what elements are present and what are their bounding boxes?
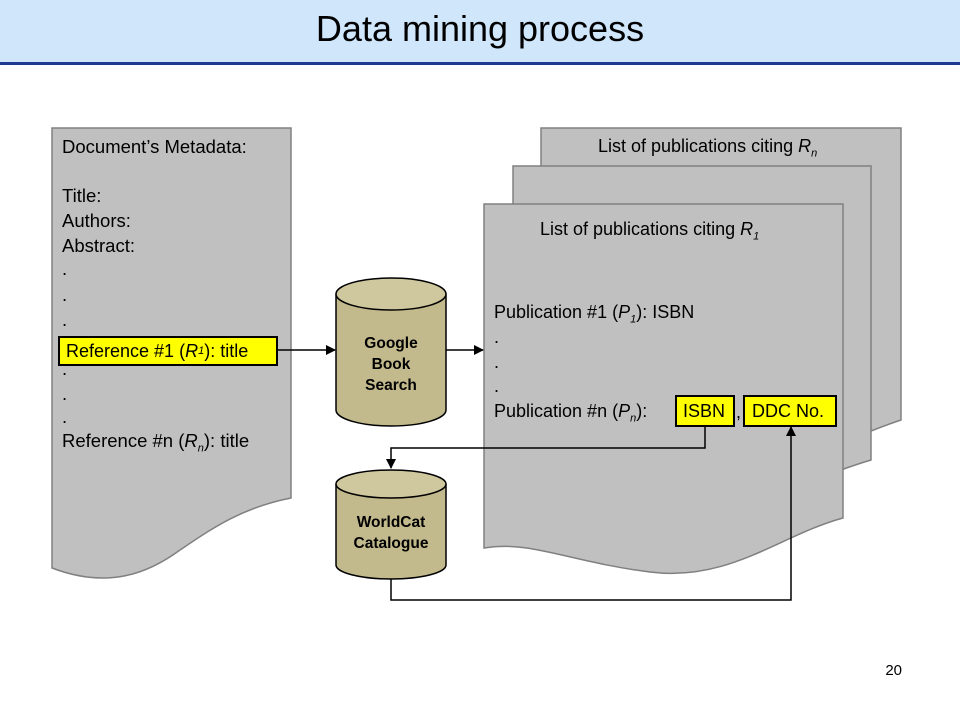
worldcat-catalogue-cylinder bbox=[335, 469, 447, 580]
citing-list-front-subscript: 1 bbox=[753, 230, 760, 243]
document-heading: Document’s Metadata: bbox=[62, 136, 247, 157]
ellipsis-dot: . bbox=[494, 352, 500, 372]
reference-n-line: Reference #n (Rn): title bbox=[62, 430, 249, 455]
document-abstract-field: Abstract: bbox=[62, 235, 135, 256]
ellipsis-dot: . bbox=[62, 258, 68, 279]
comma-separator: , bbox=[736, 402, 742, 422]
citing-list-page-front bbox=[483, 203, 844, 575]
citing-list-back-heading-prefix: List of publications citing bbox=[598, 136, 799, 156]
ellipsis-dot: . bbox=[494, 327, 500, 347]
publication-n-subscript: n bbox=[630, 412, 637, 425]
reference-1-prefix: Reference #1 ( bbox=[66, 340, 186, 361]
publication-1-subscript: 1 bbox=[630, 313, 637, 326]
publication-1-prefix: Publication #1 ( bbox=[494, 302, 619, 322]
google-book-search-label: Google Book Search bbox=[364, 335, 418, 394]
ellipsis-dot: . bbox=[62, 284, 68, 305]
reference-1-suffix: ): title bbox=[204, 340, 249, 361]
document-authors-field: Authors: bbox=[62, 210, 131, 231]
ellipsis-dot: . bbox=[62, 383, 68, 404]
publication-1-variable: P bbox=[618, 302, 631, 322]
reference-n-prefix: Reference #n ( bbox=[62, 430, 185, 451]
document-title-field: Title: bbox=[62, 185, 102, 206]
publication-n-variable: P bbox=[618, 401, 631, 421]
reference-1-subscript: 1 bbox=[198, 345, 205, 357]
citing-list-back-heading: List of publications citing Rn bbox=[598, 136, 817, 160]
citing-list-front-variable: R bbox=[740, 219, 754, 239]
reference-1-variable: R bbox=[185, 340, 199, 361]
publication-n-prefix: Publication #n ( bbox=[494, 401, 619, 421]
publication-1-suffix: ): ISBN bbox=[636, 302, 695, 322]
publication-1-line: Publication #1 (P1): ISBN bbox=[494, 302, 694, 326]
page-number: 20 bbox=[885, 662, 902, 679]
reference-n-subscript: n bbox=[197, 442, 204, 455]
publication-n-suffix: ): bbox=[636, 401, 648, 421]
citing-list-front-heading-prefix: List of publications citing bbox=[540, 219, 741, 239]
arrow-isbn-to-worldcat bbox=[386, 426, 706, 469]
arrow-worldcat-to-ddc bbox=[390, 426, 796, 601]
isbn-highlight-box: ISBN bbox=[675, 395, 735, 427]
slide-title: Data mining process bbox=[315, 8, 645, 49]
ellipsis-dot: . bbox=[62, 309, 68, 330]
title-band bbox=[0, 0, 960, 65]
worldcat-catalogue-label: WorldCat Catalogue bbox=[353, 514, 429, 552]
ddc-number-highlight-box: DDC No. bbox=[743, 395, 837, 427]
publication-n-line: Publication #n (Pn): bbox=[494, 401, 647, 425]
citing-list-back-subscript: n bbox=[811, 147, 818, 160]
citing-list-back-variable: R bbox=[798, 136, 812, 156]
ellipsis-dot: . bbox=[62, 358, 68, 379]
citing-list-front-heading: List of publications citing R1 bbox=[540, 219, 759, 243]
ellipsis-dot: . bbox=[494, 376, 500, 396]
google-book-search-cylinder bbox=[335, 277, 447, 427]
reference-n-variable: R bbox=[184, 430, 198, 451]
ellipsis-dot: . bbox=[62, 406, 68, 427]
reference-n-suffix: ): title bbox=[203, 430, 250, 451]
